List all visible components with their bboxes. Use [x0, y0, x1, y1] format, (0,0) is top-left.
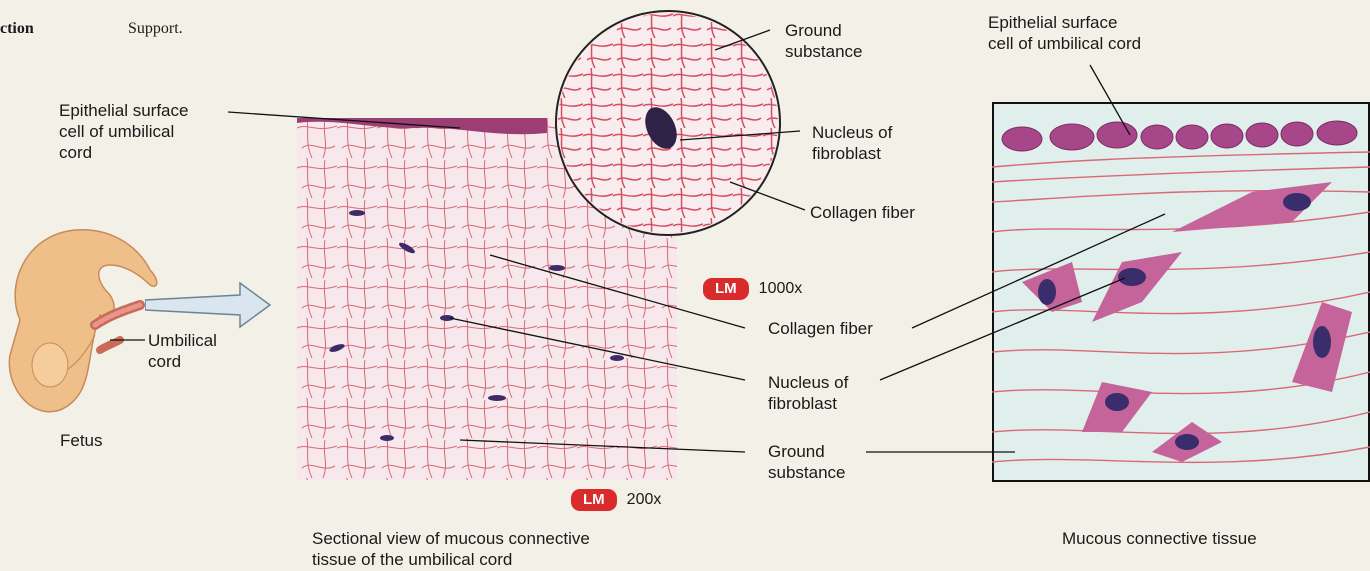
epithelial-cell-label: Epithelial surface cell of umbilical cor… [59, 100, 188, 163]
lm-badge: LM [571, 489, 617, 511]
magnification-value: 200x [627, 491, 662, 509]
inset-ground-substance-label: Ground substance [785, 20, 863, 62]
collagen-fiber-label: Collagen fiber [768, 318, 873, 339]
micrograph-magnification-badge: LM 200x [571, 489, 661, 511]
illustration-caption: Mucous connective tissue [1062, 528, 1257, 549]
inset-magnification-badge: LM 1000x [703, 278, 802, 300]
inset-collagen-label: Collagen fiber [810, 202, 915, 223]
inset-nucleus-label: Nucleus of fibroblast [812, 122, 892, 164]
fibroblast-nucleus-label: Nucleus of fibroblast [768, 372, 848, 414]
magnification-value: 1000x [759, 280, 803, 298]
ground-substance-label: Ground substance [768, 441, 846, 483]
illustration-epithelial-label: Epithelial surface cell of umbilical cor… [988, 12, 1141, 54]
umbilical-cord-label: Umbilical cord [148, 330, 217, 372]
fetus-label: Fetus [60, 430, 103, 451]
micrograph-caption: Sectional view of mucous connective tiss… [312, 528, 590, 570]
lm-badge: LM [703, 278, 749, 300]
